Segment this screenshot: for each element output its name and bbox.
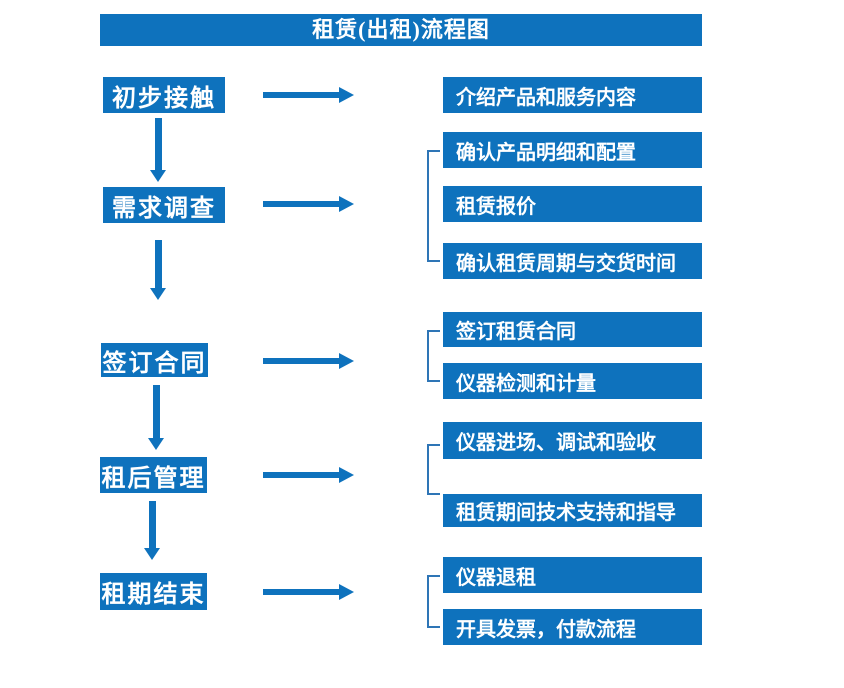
step-box-rental-end: 租期结束 <box>100 573 207 610</box>
arrow-down-icon <box>150 240 167 300</box>
arrow-down-icon <box>150 118 167 182</box>
arrow-shaft <box>153 385 160 438</box>
arrow-shaft <box>263 472 340 478</box>
step-box-demand-survey: 需求调查 <box>103 187 225 223</box>
output-box-rental-quote: 租赁报价 <box>443 186 702 222</box>
arrow-head <box>339 353 354 369</box>
arrow-right-icon <box>263 353 354 369</box>
output-box-instrument-testing: 仪器检测和计量 <box>443 363 702 399</box>
arrow-down-icon <box>148 385 165 450</box>
arrow-shaft <box>263 589 340 595</box>
arrow-shaft <box>155 118 162 170</box>
arrow-head <box>339 467 354 483</box>
group-bracket <box>427 575 440 628</box>
step-box-sign-contract: 签订合同 <box>101 343 208 377</box>
arrow-shaft <box>149 501 156 548</box>
group-bracket <box>427 444 440 495</box>
arrow-head <box>148 438 164 450</box>
arrow-shaft <box>155 240 162 288</box>
arrow-down-icon <box>144 501 161 560</box>
group-bracket <box>427 330 440 382</box>
arrow-head <box>144 548 160 560</box>
step-box-initial-contact: 初步接触 <box>103 77 225 113</box>
output-box-technical-support: 租赁期间技术支持和指导 <box>443 494 702 527</box>
output-box-confirm-rental-period: 确认租赁周期与交货时间 <box>443 243 702 279</box>
arrow-head <box>339 584 354 600</box>
arrow-shaft <box>263 92 340 98</box>
output-box-instrument-return: 仪器退租 <box>443 557 702 593</box>
arrow-right-icon <box>263 196 354 212</box>
step-box-post-rental-management: 租后管理 <box>100 457 207 493</box>
output-box-instrument-setup: 仪器进场、调试和验收 <box>443 422 702 459</box>
group-bracket <box>427 150 440 262</box>
arrow-head <box>339 196 354 212</box>
arrow-right-icon <box>263 87 354 103</box>
output-box-introduce-products: 介绍产品和服务内容 <box>443 77 702 113</box>
arrow-head <box>150 170 166 182</box>
arrow-shaft <box>263 201 340 207</box>
output-box-confirm-product-details: 确认产品明细和配置 <box>443 132 702 168</box>
arrow-shaft <box>263 358 340 364</box>
arrow-head <box>339 87 354 103</box>
arrow-right-icon <box>263 467 354 483</box>
output-box-sign-rental-contract: 签订租赁合同 <box>443 312 702 347</box>
arrow-head <box>150 288 166 300</box>
diagram-title: 租赁(出租)流程图 <box>100 14 702 46</box>
output-box-invoice-payment: 开具发票，付款流程 <box>443 609 702 645</box>
arrow-right-icon <box>263 584 354 600</box>
